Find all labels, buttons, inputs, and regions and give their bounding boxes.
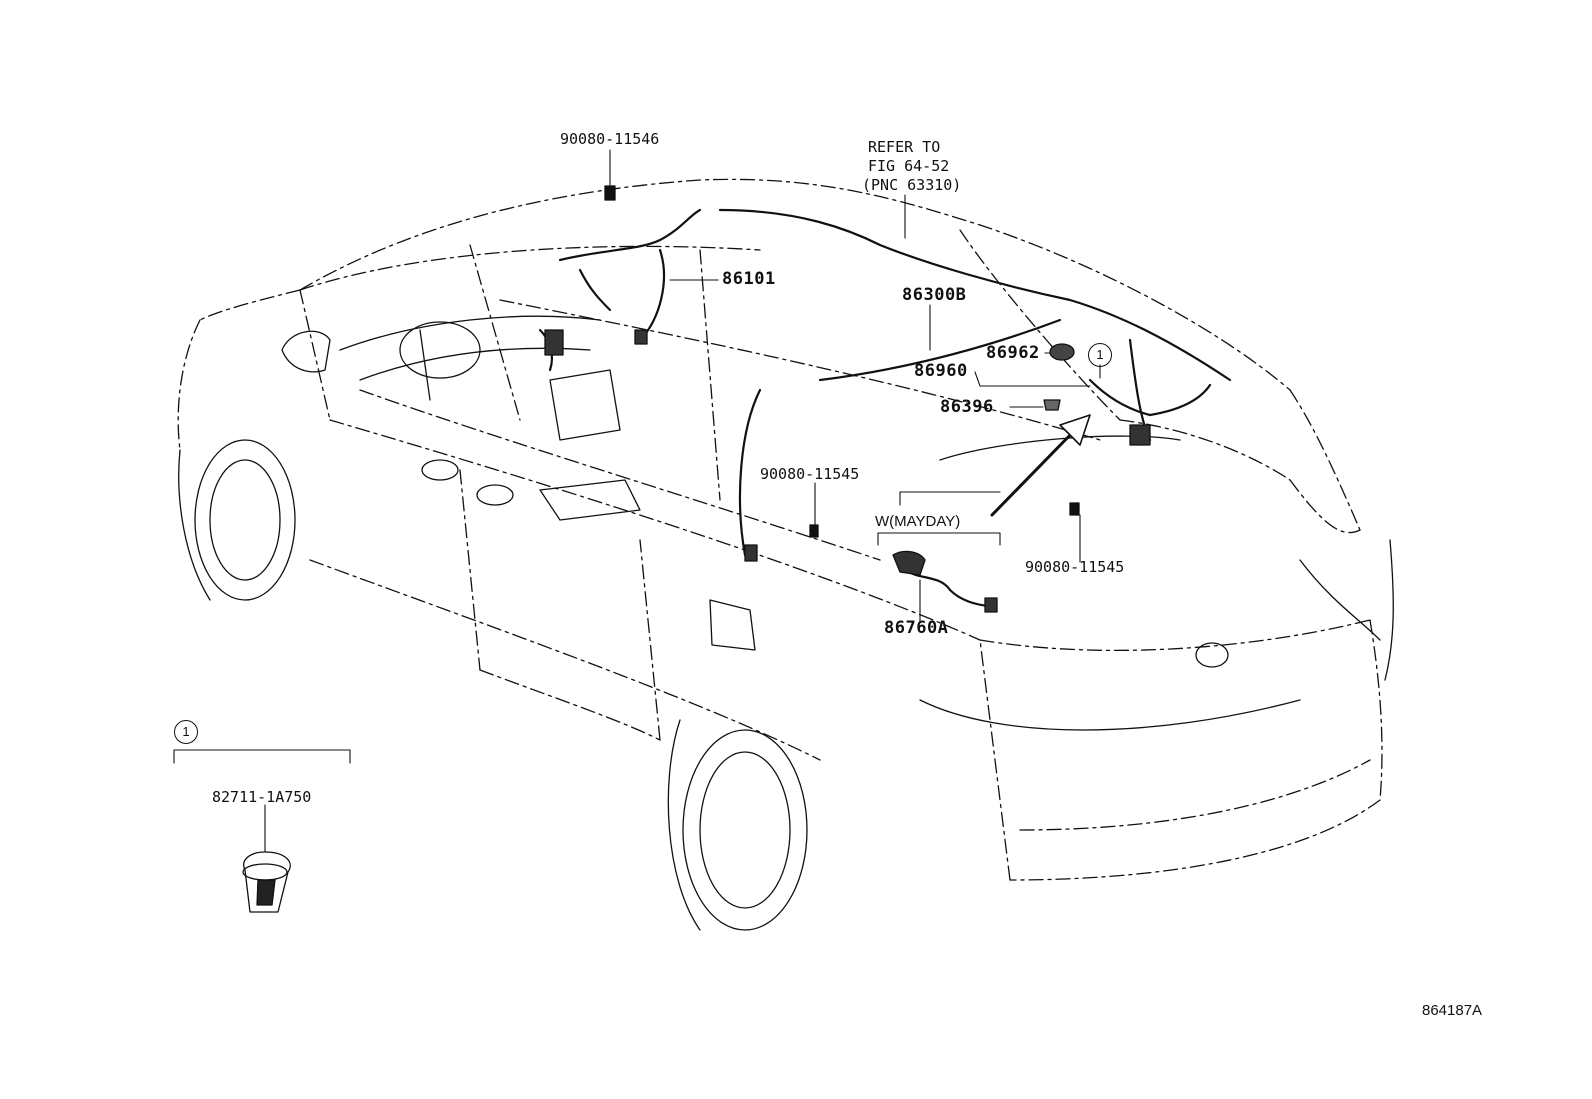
figure-id: 864187A [1422, 1002, 1483, 1019]
pad-86962-icon [1049, 343, 1075, 361]
bolt-mid-part-number: 90080-11545 [760, 465, 860, 483]
b-pillar-harness-line [738, 388, 762, 557]
clip-86396-icon [1043, 399, 1061, 411]
vehicle-solid-details [178, 315, 1394, 931]
bolt-mid-icon [809, 524, 819, 538]
bolt-top-icon [604, 185, 616, 201]
parts-shapes [242, 185, 1151, 913]
vehicle-body-outline [177, 178, 1383, 881]
part-86396-number: 86396 [940, 397, 994, 417]
wire-harnesses [538, 208, 1232, 608]
mayday-variant-label: W(MAYDAY) [875, 513, 961, 530]
refer-to-line-1: REFER TO [868, 138, 941, 156]
leader-lines [173, 149, 1101, 853]
detail-callout-circle: 1 [174, 720, 198, 744]
front-harness-part-number: 86101 [722, 269, 776, 289]
detail-part-82711-icon [242, 851, 291, 913]
part-86962-number: 86962 [986, 343, 1040, 363]
refer-to-line-3: (PNC 63310) [862, 176, 962, 194]
bolt-right-part-number: 90080-11545 [1025, 558, 1125, 576]
bolt-right-icon [1069, 502, 1080, 516]
mayday-harness-part-number: 86760A [884, 618, 949, 638]
mayday-module-icon [892, 550, 926, 576]
refer-to-line-2: FIG 64-52 [868, 157, 950, 175]
roof-harness-part-number: 86300B [902, 285, 967, 305]
mayday-connector-icon [984, 597, 998, 613]
detail-part-number: 82711-1A750 [212, 788, 312, 806]
bolt-top-part-number: 90080-11546 [560, 130, 660, 148]
rear-connector-icon [1129, 424, 1151, 446]
front-harness-line [558, 208, 702, 262]
callout-circle-reference: 1 [1088, 343, 1112, 367]
part-86960-number: 86960 [914, 361, 968, 381]
